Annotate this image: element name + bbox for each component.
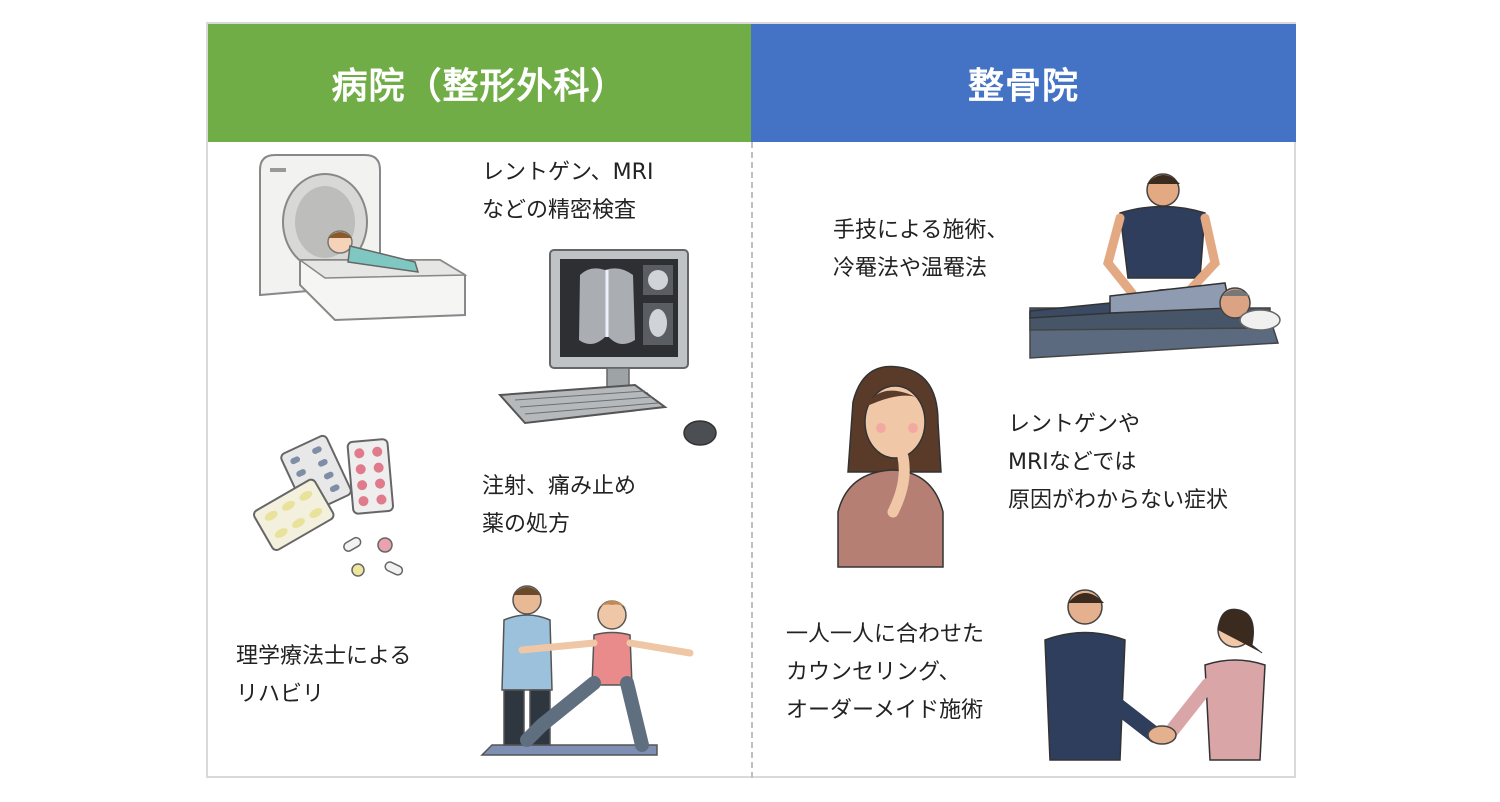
xray-computer-illustration [497, 249, 717, 446]
hospital-header: 病院（整形外科） [208, 24, 751, 142]
worried-woman-illustration [837, 365, 944, 568]
mri-machine-illustration [259, 154, 468, 322]
hospital-item-rehab-text: 理学療法士によるリハビリ [236, 644, 412, 707]
rehabilitation-illustration [480, 585, 694, 756]
comparison-frame: 病院（整形外科） 整骨院 [206, 22, 1296, 778]
handshake-counseling-illustration [1044, 589, 1266, 761]
clinic-header: 整骨院 [751, 24, 1296, 142]
column-divider [751, 142, 753, 778]
medicine-pills-illustration [253, 434, 404, 577]
clinic-item-manual-text: 手技による施術、冷罨法や温罨法 [833, 218, 1009, 281]
hospital-item-medication-text: 注射、痛み止め薬の処方 [482, 474, 637, 537]
clinic-item-counseling-text: 一人一人に合わせたカウンセリング、オーダーメイド施術 [786, 622, 985, 723]
manual-therapy-illustration [1029, 173, 1281, 359]
